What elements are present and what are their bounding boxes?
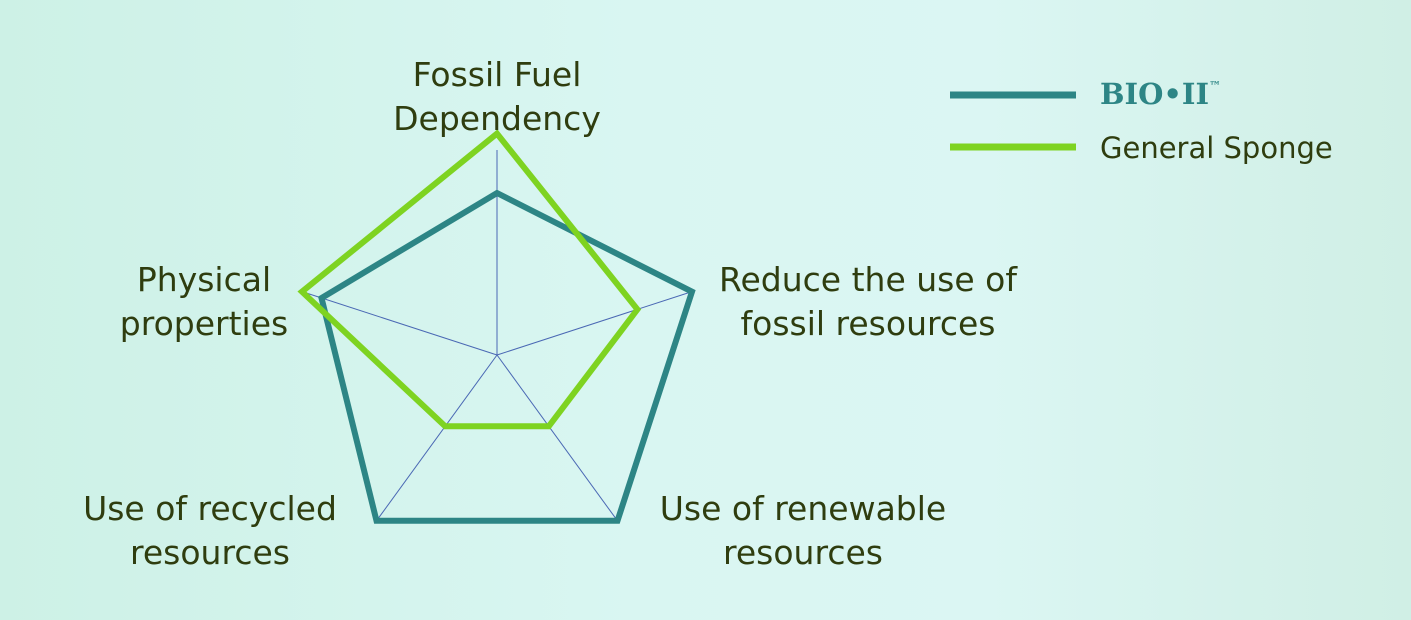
radar-spoke <box>496 291 693 356</box>
legend-label-bio: BIO•II™ <box>1100 77 1221 111</box>
series-polygon-bio-ii <box>318 189 696 524</box>
legend: BIO•II™ General Sponge <box>950 77 1333 165</box>
axis-label-line: properties <box>120 304 288 343</box>
axis-label-line: Use of renewable <box>660 489 946 528</box>
axis-label: Use of recycled resources <box>83 489 337 572</box>
radar-spoke <box>376 354 498 522</box>
axis-label: Physical properties <box>120 260 288 343</box>
axis-label-line: Fossil Fuel <box>413 55 582 94</box>
legend-label-bio-name: BIO•II <box>1100 77 1209 111</box>
axis-label-line: Dependency <box>393 99 601 138</box>
axis-label-line: resources <box>130 533 290 572</box>
series-polygon-general-sponge <box>297 129 642 430</box>
axis-label-line: Reduce the use of <box>719 260 1018 299</box>
radar-spoke <box>301 291 498 356</box>
legend-label-general-sponge: General Sponge <box>1100 131 1333 165</box>
series-layer <box>297 129 696 524</box>
axis-label-line: Physical <box>137 260 271 299</box>
radar-grid <box>301 150 693 522</box>
axis-label-line: Use of recycled <box>83 489 337 528</box>
axis-label: Reduce the use of fossil resources <box>719 260 1018 343</box>
axis-label-line: resources <box>723 533 883 572</box>
radar-spoke <box>496 354 618 522</box>
legend-label-bio-trademark: ™ <box>1209 79 1221 93</box>
axis-label: Use of renewable resources <box>660 489 946 572</box>
axis-label-line: fossil resources <box>741 304 996 343</box>
